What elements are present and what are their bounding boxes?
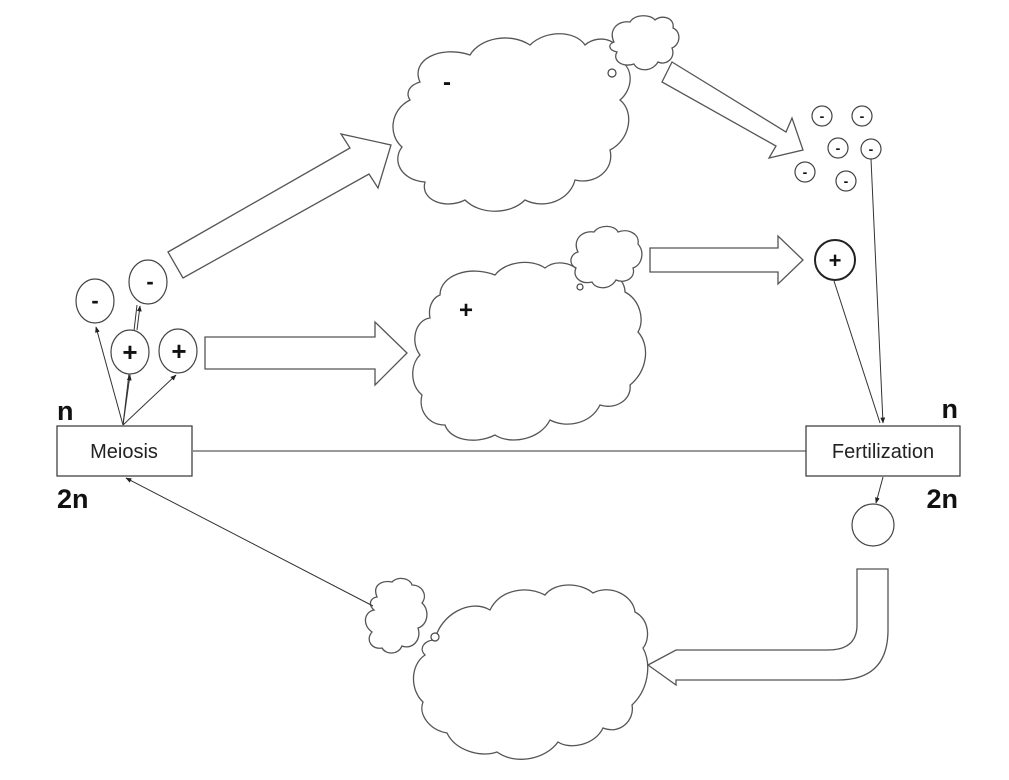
cloud-sign: + <box>459 297 473 324</box>
minus-gamete: - <box>827 137 849 159</box>
meiosis-node: Meiosis n 2n <box>56 396 193 514</box>
zygote-cell <box>851 503 895 547</box>
meiosis-to-spore-arrow <box>95 326 124 426</box>
antheridium-cloud <box>607 15 680 78</box>
meiosis-to-spore-arrow <box>122 374 132 426</box>
svg-text:-: - <box>91 288 98 313</box>
sporophyte-growth-arrow <box>646 568 889 687</box>
minus-gamete: - <box>835 170 857 192</box>
gamete-to-fertilization-arrow <box>833 280 881 424</box>
meiosis-to-spore-arrow <box>122 374 177 426</box>
plus-gamete: + <box>814 239 856 281</box>
growth-arrow-plus <box>204 320 408 387</box>
gamete-release-arrow-minus <box>661 61 804 159</box>
fertilization-ploidy-n: n <box>942 394 959 424</box>
fertilization-to-zygote-arrow <box>875 476 884 504</box>
plus-spore: + <box>110 329 150 375</box>
minus-gamete: - <box>860 138 882 160</box>
svg-text:-: - <box>869 141 874 157</box>
meiosis-ploidy-2n: 2n <box>57 484 89 514</box>
spore-arrow <box>136 305 142 331</box>
svg-text:-: - <box>146 269 153 294</box>
minus-spore: - <box>75 278 115 324</box>
minus-spore: - <box>128 259 168 305</box>
svg-text:-: - <box>844 173 849 189</box>
fertilization-ploidy-2n: 2n <box>926 484 958 514</box>
growth-arrow-minus <box>167 133 392 279</box>
gamete-to-fertilization-arrow <box>870 158 886 424</box>
female-gametophyte-cloud: + <box>412 261 647 441</box>
fertilization-node: Fertilization n 2n <box>805 394 961 514</box>
svg-text:+: + <box>122 337 137 367</box>
svg-text:+: + <box>829 248 842 273</box>
minus-gamete: - <box>794 161 816 183</box>
fertilization-box <box>805 425 961 477</box>
svg-text:-: - <box>820 108 825 124</box>
meiosis-box <box>56 425 193 477</box>
svg-text:-: - <box>860 108 865 124</box>
sporophyte-cloud <box>412 584 649 760</box>
fertilization-label: Fertilization <box>832 441 934 463</box>
minus-gamete: - <box>811 105 833 127</box>
sporangium-cloud <box>364 577 440 654</box>
male-gametophyte-cloud: - <box>392 33 631 212</box>
minus-gamete: - <box>851 105 873 127</box>
archegonium-cloud <box>570 225 643 291</box>
svg-text:-: - <box>836 140 841 156</box>
gamete-release-arrow-plus <box>649 234 804 286</box>
sporophyte-to-meiosis-arrow <box>125 477 374 607</box>
meiosis-label: Meiosis <box>90 441 158 463</box>
svg-text:+: + <box>171 336 186 366</box>
meiosis-ploidy-n: n <box>57 396 74 426</box>
plus-spore: + <box>158 328 198 374</box>
svg-text:-: - <box>803 164 808 180</box>
cloud-sign: - <box>443 69 451 96</box>
